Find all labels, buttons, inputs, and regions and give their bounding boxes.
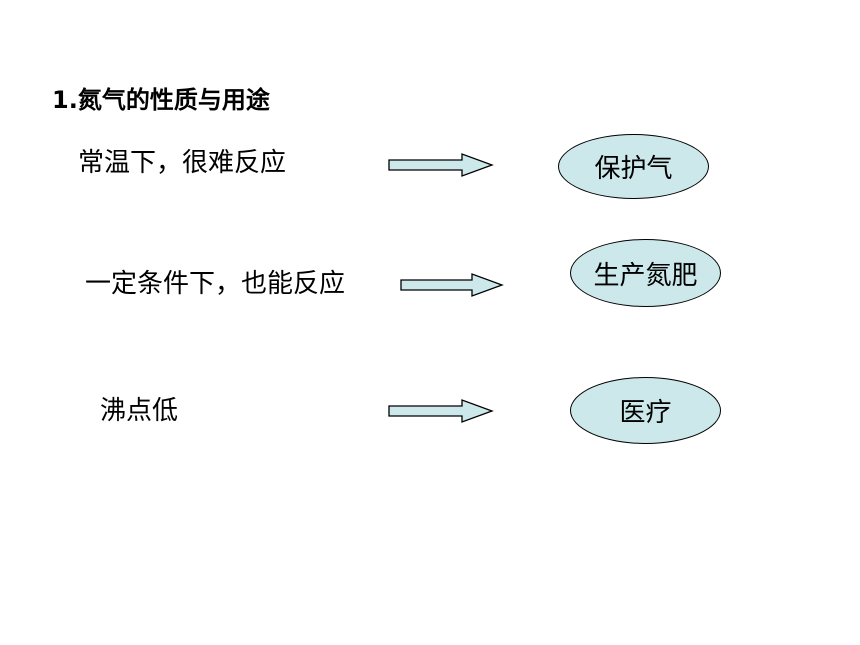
use-oval-3: 医疗: [570, 377, 721, 444]
right-arrow-icon: [400, 273, 504, 297]
right-arrow-icon: [388, 153, 494, 177]
property-text-3: 沸点低: [100, 396, 179, 426]
right-arrow-icon: [388, 399, 494, 423]
use-oval-2: 生产氮肥: [570, 239, 721, 307]
use-oval-1: 保护气: [558, 134, 709, 199]
property-text-1: 常温下，很难反应: [78, 148, 287, 178]
property-text-2: 一定条件下，也能反应: [85, 269, 346, 299]
slide-title: 1.氮气的性质与用途: [52, 86, 270, 114]
